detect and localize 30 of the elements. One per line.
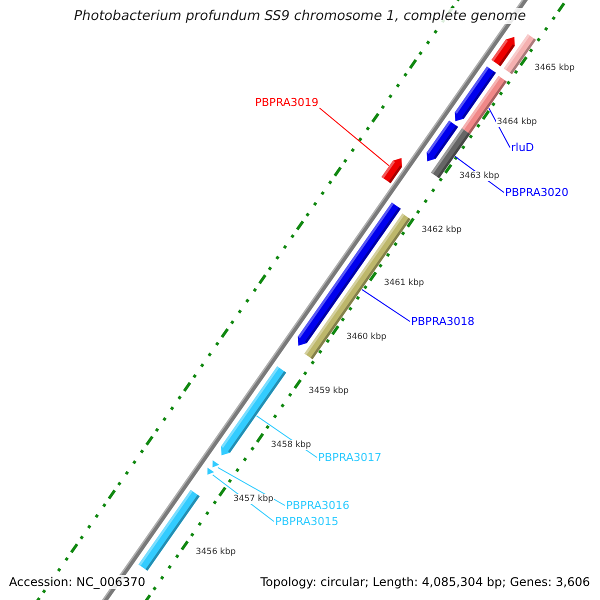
scale-label: 3462 kbp: [420, 224, 463, 235]
scale-label: 3456 kbp: [194, 547, 237, 558]
gene-segment: [382, 158, 402, 184]
gene-marker: [207, 468, 214, 475]
scale-label: 3465 kbp: [534, 63, 576, 74]
scale-label: 3459 kbp: [308, 386, 350, 396]
accession-text: Accession: NC_006370: [9, 575, 146, 589]
gene-label: PBPRA3020: [505, 186, 569, 199]
gene-segment: [426, 120, 458, 162]
leader-line: [319, 108, 390, 166]
scale-label: 3458 kbp: [270, 440, 312, 450]
leader-line: [361, 289, 410, 322]
gene-label: PBPRA3016: [286, 499, 350, 512]
gene-segment: [454, 66, 496, 122]
gene-label: rluD: [511, 141, 534, 154]
scale-label: 3464 kbp: [496, 117, 538, 127]
scale-label: 3461 kbp: [382, 278, 426, 288]
gene-label: PBPRA3018: [411, 315, 475, 328]
scale-label: 3463 kbp: [458, 170, 500, 181]
leader-line: [217, 467, 286, 506]
genome-info-text: Topology: circular; Length: 4,085,304 bp; Genes: 3,606: [260, 575, 590, 589]
title: Photobacterium profundum SS9 chromosome 1, complete genome: [74, 8, 526, 24]
leader-line: [488, 108, 510, 148]
gene-marker: [212, 460, 220, 468]
scale-label: 3457 kbp: [232, 494, 274, 504]
gene-label: PBPRA3015: [275, 515, 339, 528]
scale-label: 3460 kbp: [345, 332, 388, 342]
gene-segment: [504, 34, 536, 74]
gene-label: PBPRA3017: [318, 451, 382, 464]
gene-label: PBPRA3019: [255, 96, 319, 109]
